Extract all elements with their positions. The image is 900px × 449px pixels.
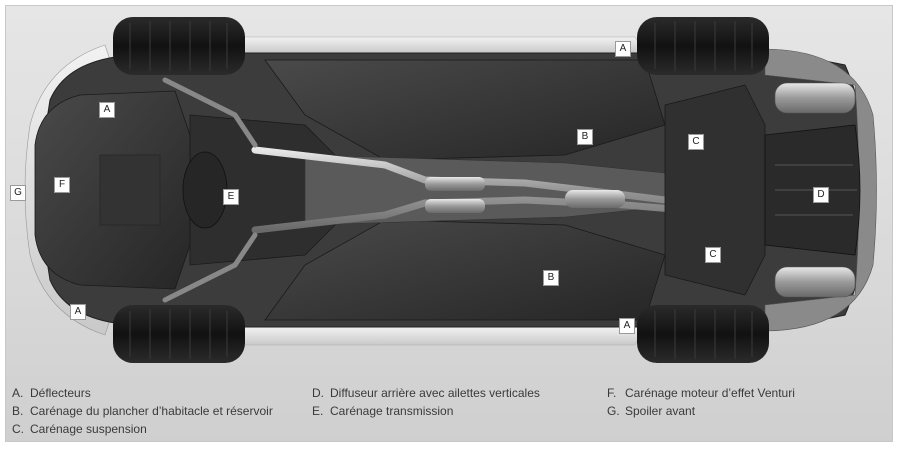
callout-g: G: [10, 185, 26, 201]
legend-item-d: D.Diffuseur arrière avec ailettes vertic…: [312, 386, 540, 400]
legend-column-2: D.Diffuseur arrière avec ailettes vertic…: [312, 384, 540, 420]
rear-muffler-top: [774, 82, 856, 114]
front-arm-top: [162, 77, 258, 148]
front-arm-bottom: [162, 232, 258, 303]
rear-muffler-bottom: [774, 266, 856, 298]
callout-a-rear-bottom: A: [619, 318, 635, 334]
underbody-figure: A A A A B B C C D E F G: [5, 5, 893, 375]
front-tire-top: [113, 17, 245, 75]
subframe-ring: [182, 151, 228, 229]
car-underbody-illustration: [24, 17, 877, 363]
legend-column-3: F.Carénage moteur d’effet Venturi G.Spoi…: [607, 384, 795, 420]
catalyst-upper: [425, 177, 485, 191]
rear-tire-top: [637, 17, 769, 75]
callout-e: E: [223, 189, 239, 205]
rear-suspension-cover: [664, 84, 766, 296]
legend-item-c: C.Carénage suspension: [12, 422, 147, 436]
front-tire-bottom: [113, 305, 245, 363]
callout-b-top: B: [577, 129, 593, 145]
legend-item-e: E.Carénage transmission: [312, 404, 454, 418]
callout-c-top: C: [688, 134, 704, 150]
legend-item-g: G.Spoiler avant: [607, 404, 696, 418]
legend-item-b: B.Carénage du plancher d’habitacle et ré…: [12, 404, 273, 418]
legend: A.Déflecteurs B.Carénage du plancher d’h…: [12, 384, 888, 440]
engine-undertray-center: [99, 154, 161, 226]
legend-item-f: F.Carénage moteur d’effet Venturi: [607, 386, 795, 400]
legend-column-1: A.Déflecteurs B.Carénage du plancher d’h…: [12, 384, 273, 438]
callout-a-rear-top: A: [615, 41, 631, 57]
tire-treads: [129, 21, 753, 359]
callout-c-bottom: C: [705, 247, 721, 263]
callout-d: D: [813, 187, 829, 203]
callout-f: F: [54, 177, 70, 193]
center-muffler: [565, 190, 625, 208]
side-sill-bottom: [239, 326, 646, 346]
callout-a-front-right: A: [70, 304, 86, 320]
legend-item-a: A.Déflecteurs: [12, 386, 91, 400]
callout-a-front-left: A: [99, 102, 115, 118]
callout-b-bottom: B: [543, 270, 559, 286]
catalyst-lower: [425, 199, 485, 213]
side-sill-top: [239, 36, 646, 54]
rear-tire-bottom: [637, 305, 769, 363]
